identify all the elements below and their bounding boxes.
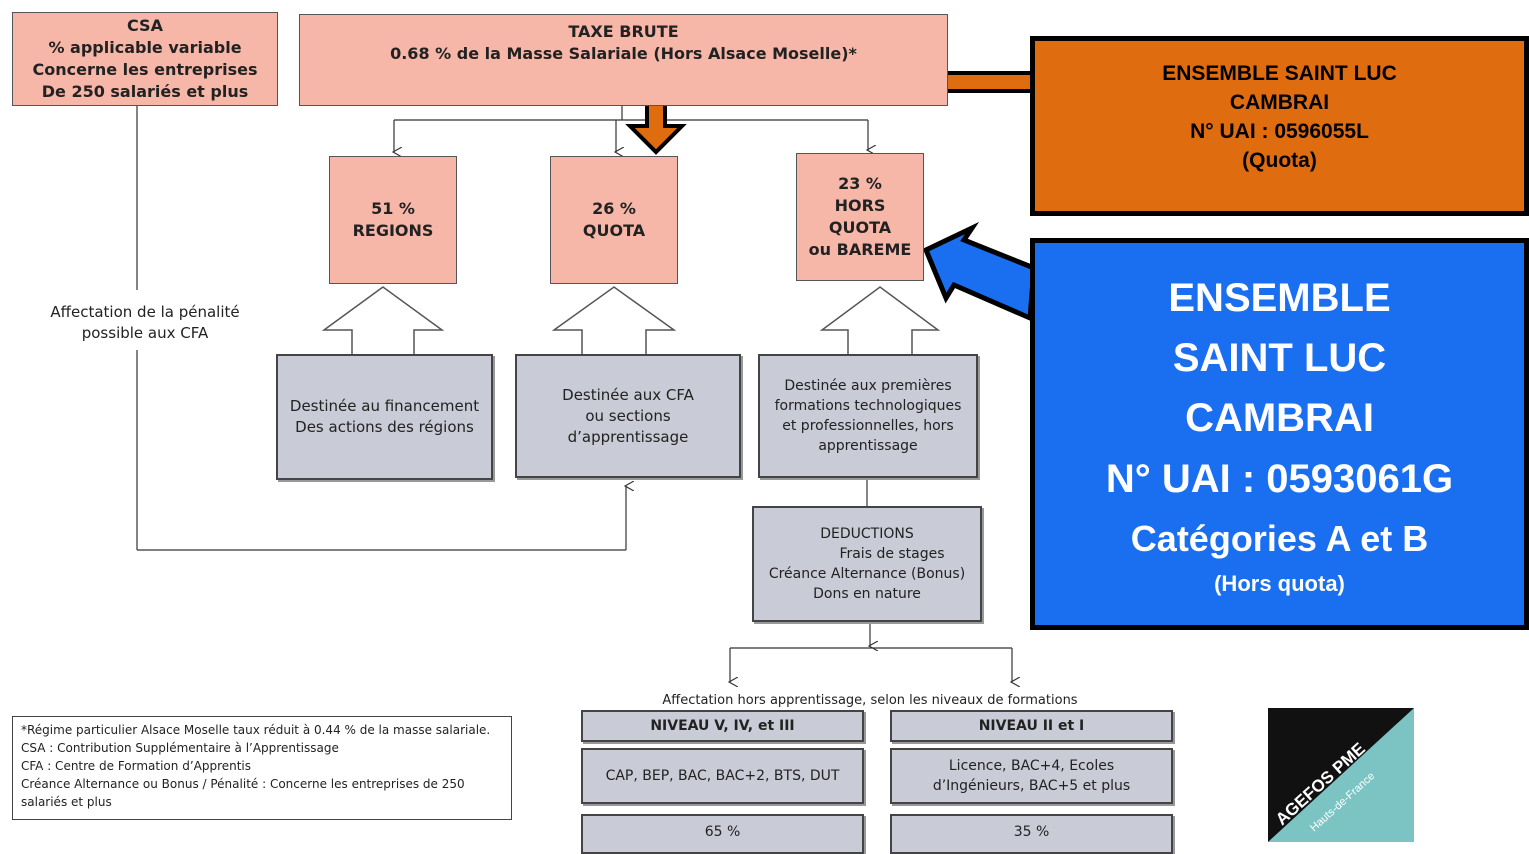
niveau1-body-text: CAP, BEP, BAC, BAC+2, BTS, DUT <box>605 768 840 784</box>
callout-quota-line: N° UAI : 0596055L <box>1190 120 1369 143</box>
niveau2-body: Licence, BAC+4, Ecoles d’Ingénieurs, BAC… <box>890 748 1173 804</box>
penalite-line: possible aux CFA <box>81 324 209 342</box>
deductions-line: Frais de stages <box>839 546 945 562</box>
niveau1-pct-text: 65 % <box>704 824 741 840</box>
hors-quota-line: QUOTA <box>828 218 892 237</box>
niveau1-pct: 65 % <box>581 814 864 854</box>
niveau2-pct: 35 % <box>890 814 1173 854</box>
legend-line: *Régime particulier Alsace Moselle taux … <box>21 723 491 737</box>
csa-line: CSA <box>127 16 163 35</box>
callout-quota-line: (Quota) <box>1242 149 1317 172</box>
dest-cfa-line: ou sections <box>585 406 671 425</box>
dest-cfa-line: Destinée aux CFA <box>562 385 694 404</box>
hors-quota-line: HORS <box>834 196 886 215</box>
legend-box: *Régime particulier Alsace Moselle taux … <box>12 716 512 820</box>
niveau2-header-text: NIVEAU II et I <box>978 718 1085 734</box>
quota-label: QUOTA <box>582 221 646 240</box>
penalite-label: Affectation de la pénalité possible aux … <box>30 302 260 344</box>
regions-box: 51 % REGIONS <box>329 156 457 284</box>
niveau2-body-line: Licence, BAC+4, Ecoles <box>948 758 1115 774</box>
callout-quota-line: ENSEMBLE SAINT LUC <box>1162 62 1397 85</box>
legend-line: CFA : Centre de Formation d’Apprentis <box>21 759 252 773</box>
dest-premieres-line: apprentissage <box>818 438 918 454</box>
legend-line: CSA : Contribution Supplémentaire à l’Ap… <box>21 741 339 755</box>
callout-hors-quota-line: ENSEMBLE <box>1168 276 1391 320</box>
deductions-line: Créance Alternance (Bonus) <box>768 566 966 582</box>
dest-cfa-box: Destinée aux CFA ou sections d’apprentis… <box>515 354 741 478</box>
penalite-line: Affectation de la pénalité <box>50 303 240 321</box>
niveau1-header-text: NIVEAU V, IV, et III <box>650 718 795 734</box>
taxe-title: TAXE BRUTE <box>568 22 679 41</box>
callout-hors-quota-line: N° UAI : 0593061G <box>1105 457 1454 501</box>
csa-line: Concerne les entreprises <box>32 60 258 79</box>
dest-regions-line: Des actions des régions <box>295 418 474 436</box>
dest-premieres-line: Destinée aux premières <box>784 378 952 394</box>
dest-cfa-line: d’apprentissage <box>567 427 689 446</box>
hors-quota-box: 23 % HORS QUOTA ou BAREME <box>796 153 924 281</box>
niveau1-header: NIVEAU V, IV, et III <box>581 710 864 742</box>
callout-quota: ENSEMBLE SAINT LUC CAMBRAI N° UAI : 0596… <box>1030 36 1529 216</box>
niveau2-header: NIVEAU II et I <box>890 710 1173 742</box>
quota-box: 26 % QUOTA <box>550 156 678 284</box>
dest-premieres-line: formations technologiques <box>774 398 962 414</box>
legend-line: Créance Alternance ou Bonus / Pénalité :… <box>21 777 465 791</box>
deductions-line: Dons en nature <box>813 586 921 602</box>
callout-hors-quota: ENSEMBLE SAINT LUC CAMBRAI N° UAI : 0593… <box>1030 238 1529 630</box>
niveau2-pct-text: 35 % <box>1013 824 1050 840</box>
regions-pct: 51 % <box>371 199 415 218</box>
taxe-subtitle: 0.68 % de la Masse Salariale (Hors Alsac… <box>390 44 857 63</box>
agefos-logo: AGEFOS PME Hauts-de-France <box>1268 708 1414 842</box>
affectation-label: Affectation hors apprentissage, selon le… <box>662 693 1078 708</box>
niveau1-body: CAP, BEP, BAC, BAC+2, BTS, DUT <box>581 748 864 804</box>
niveau2-body-line: d’Ingénieurs, BAC+5 et plus <box>932 778 1131 794</box>
taxe-brute-box: TAXE BRUTE 0.68 % de la Masse Salariale … <box>299 14 948 106</box>
hors-quota-line: ou BAREME <box>808 240 912 259</box>
deductions-box: DEDUCTIONS Frais de stages Créance Alter… <box>752 506 982 622</box>
hors-quota-line: 23 % <box>838 174 882 193</box>
deductions-title: DEDUCTIONS <box>820 526 914 542</box>
regions-label: REGIONS <box>352 221 434 240</box>
legend-line: salariés et plus <box>21 795 112 809</box>
callout-hors-quota-line: (Hors quota) <box>1214 571 1345 596</box>
dest-premieres-box: Destinée aux premières formations techno… <box>758 354 978 478</box>
dest-premieres-line: et professionnelles, hors <box>782 418 954 434</box>
quota-pct: 26 % <box>592 199 636 218</box>
dest-regions-box: Destinée au financement Des actions des … <box>276 354 493 480</box>
csa-line: De 250 salariés et plus <box>41 82 249 101</box>
dest-regions-line: Destinée au financement <box>289 397 480 415</box>
callout-hors-quota-line: CAMBRAI <box>1185 396 1374 440</box>
callout-quota-line: CAMBRAI <box>1229 91 1330 114</box>
callout-hors-quota-line: SAINT LUC <box>1172 336 1387 380</box>
csa-line: % applicable variable <box>48 38 242 57</box>
callout-hors-quota-line: Catégories A et B <box>1130 518 1429 559</box>
csa-box: CSA % applicable variable Concerne les e… <box>12 12 278 106</box>
agefos-logo-graphic: AGEFOS PME Hauts-de-France <box>1268 708 1414 842</box>
